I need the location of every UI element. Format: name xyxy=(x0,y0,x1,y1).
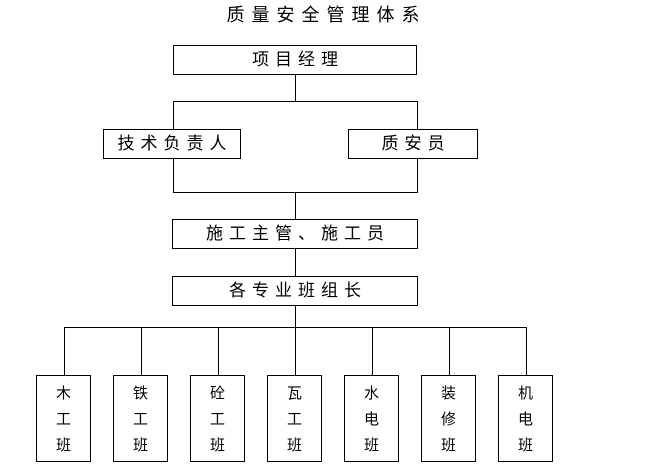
leaf-char: 班 xyxy=(286,435,302,454)
leaf-char: 电 xyxy=(363,409,379,428)
node-technical-director: 技术负责人 xyxy=(103,129,241,159)
node-label: 项目经理 xyxy=(252,49,344,70)
leaf-char: 瓦 xyxy=(286,383,302,402)
connector-l5-drop-1 xyxy=(64,327,65,375)
node-mechanical-electrical-team: 机 电 班 xyxy=(498,375,553,462)
leaf-char: 班 xyxy=(209,435,225,454)
leaf-char: 机 xyxy=(517,383,533,402)
node-concrete-team: 砼 工 班 xyxy=(190,375,245,462)
node-label: 质安员 xyxy=(381,133,451,154)
connector-l4-stem xyxy=(295,249,296,276)
leaf-char: 工 xyxy=(286,409,302,428)
connector-l5-drop-6 xyxy=(449,327,450,375)
connector-l2-out-right xyxy=(417,159,418,192)
leaf-char: 装 xyxy=(440,383,456,402)
connector-l5-drop-7 xyxy=(526,327,527,375)
node-plumbing-electrical-team: 水 电 班 xyxy=(344,375,399,462)
leaf-char: 班 xyxy=(517,435,533,454)
node-carpentry-team: 木 工 班 xyxy=(36,375,91,462)
leaf-char: 铁 xyxy=(132,383,148,402)
leaf-char: 班 xyxy=(132,435,148,454)
leaf-char: 班 xyxy=(440,435,456,454)
node-masonry-team: 瓦 工 班 xyxy=(267,375,322,462)
node-quality-safety-officer: 质安员 xyxy=(348,129,478,159)
leaf-char: 砼 xyxy=(209,383,225,402)
connector-l2-drop-right xyxy=(417,101,418,129)
connector-l2-bar xyxy=(173,101,418,102)
node-label: 技术负责人 xyxy=(117,133,233,154)
leaf-char: 班 xyxy=(363,435,379,454)
leaf-char: 修 xyxy=(440,409,456,428)
connector-l5-stem xyxy=(295,306,296,328)
node-label: 施工主管、施工员 xyxy=(206,223,390,244)
leaf-char: 班 xyxy=(55,435,71,454)
connector-l3-stem xyxy=(295,192,296,219)
connector-l1-stem xyxy=(295,75,296,102)
connector-l5-drop-2 xyxy=(141,327,142,375)
node-team-leaders: 各专业班组长 xyxy=(172,276,418,306)
leaf-char: 木 xyxy=(55,383,71,402)
node-ironwork-team: 铁 工 班 xyxy=(113,375,168,462)
leaf-char: 工 xyxy=(132,409,148,428)
node-label: 各专业班组长 xyxy=(229,280,367,301)
leaf-char: 水 xyxy=(363,383,379,402)
connector-l5-drop-5 xyxy=(372,327,373,375)
leaf-char: 电 xyxy=(517,409,533,428)
connector-l5-drop-4 xyxy=(295,327,296,375)
chart-title: 质量安全管理体系 xyxy=(226,5,427,26)
leaf-char: 工 xyxy=(55,409,71,428)
node-decoration-team: 装 修 班 xyxy=(421,375,476,462)
connector-l5-drop-3 xyxy=(218,327,219,375)
connector-l2-out-left xyxy=(173,159,174,192)
node-project-manager: 项目经理 xyxy=(173,45,417,75)
connector-l2-drop-left xyxy=(173,101,174,129)
node-construction-supervisor: 施工主管、施工员 xyxy=(172,219,418,249)
leaf-char: 工 xyxy=(209,409,225,428)
